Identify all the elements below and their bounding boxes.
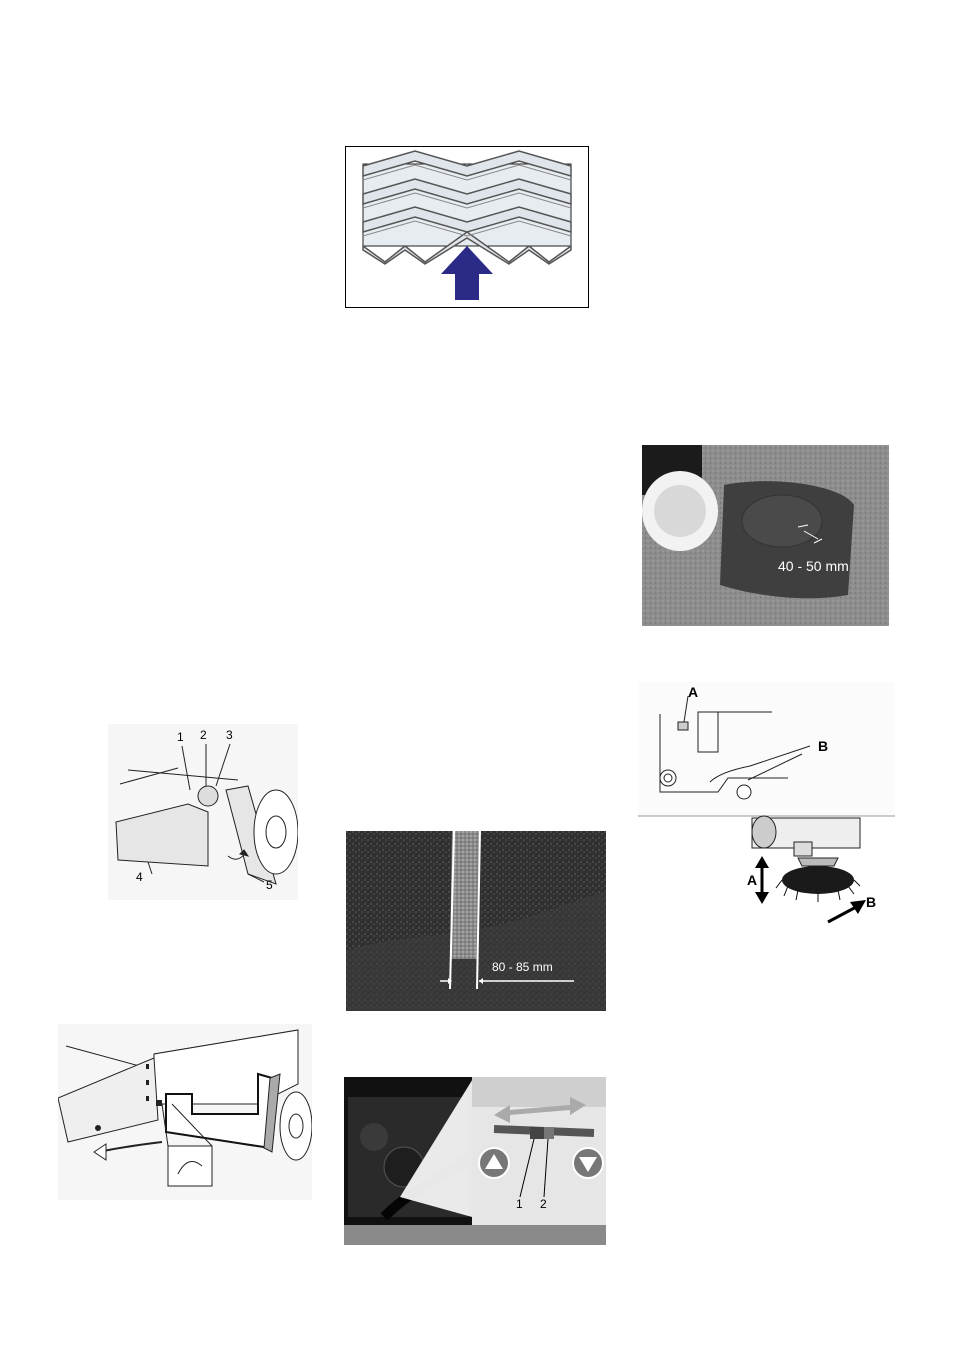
side-brush-flaps-figure: 1 2 3 4 5 [108,724,298,900]
filter-chevron-figure [345,146,589,308]
main-brush-pattern-photo [346,831,606,1011]
linkage-callout-1: 1 [516,1197,523,1211]
flap-removal-drawing [58,1024,312,1200]
main-brush-pattern-figure: 80 - 85 mm [346,831,606,1011]
adjust-linkage-photo [344,1077,606,1245]
side-brush-adjust-figure: A B A B [638,682,895,934]
callout-3: 3 [226,728,233,742]
callout-5: 5 [266,878,273,892]
callout-1: 1 [177,730,184,744]
callout-4: 4 [136,870,143,884]
adjust-linkage-figure: 1 2 [344,1077,606,1245]
side-brush-measurement: 40 - 50 mm [778,558,849,574]
side-brush-adjust-drawing [638,682,895,934]
brush-width-measurement: 80 - 85 mm [492,960,553,974]
flap-removal-figure [58,1024,312,1200]
side-brush-pattern-photo [642,445,889,626]
adjust-callout-A-bottom: A [747,872,757,888]
adjust-callout-B-top: B [818,738,828,754]
linkage-callout-2: 2 [540,1197,547,1211]
adjust-callout-A-top: A [688,684,698,700]
side-brush-pattern-figure: 40 - 50 mm [642,445,889,626]
adjust-callout-B-bottom: B [866,894,876,910]
callout-2: 2 [200,728,207,742]
filter-chevron-illustration [345,146,589,308]
